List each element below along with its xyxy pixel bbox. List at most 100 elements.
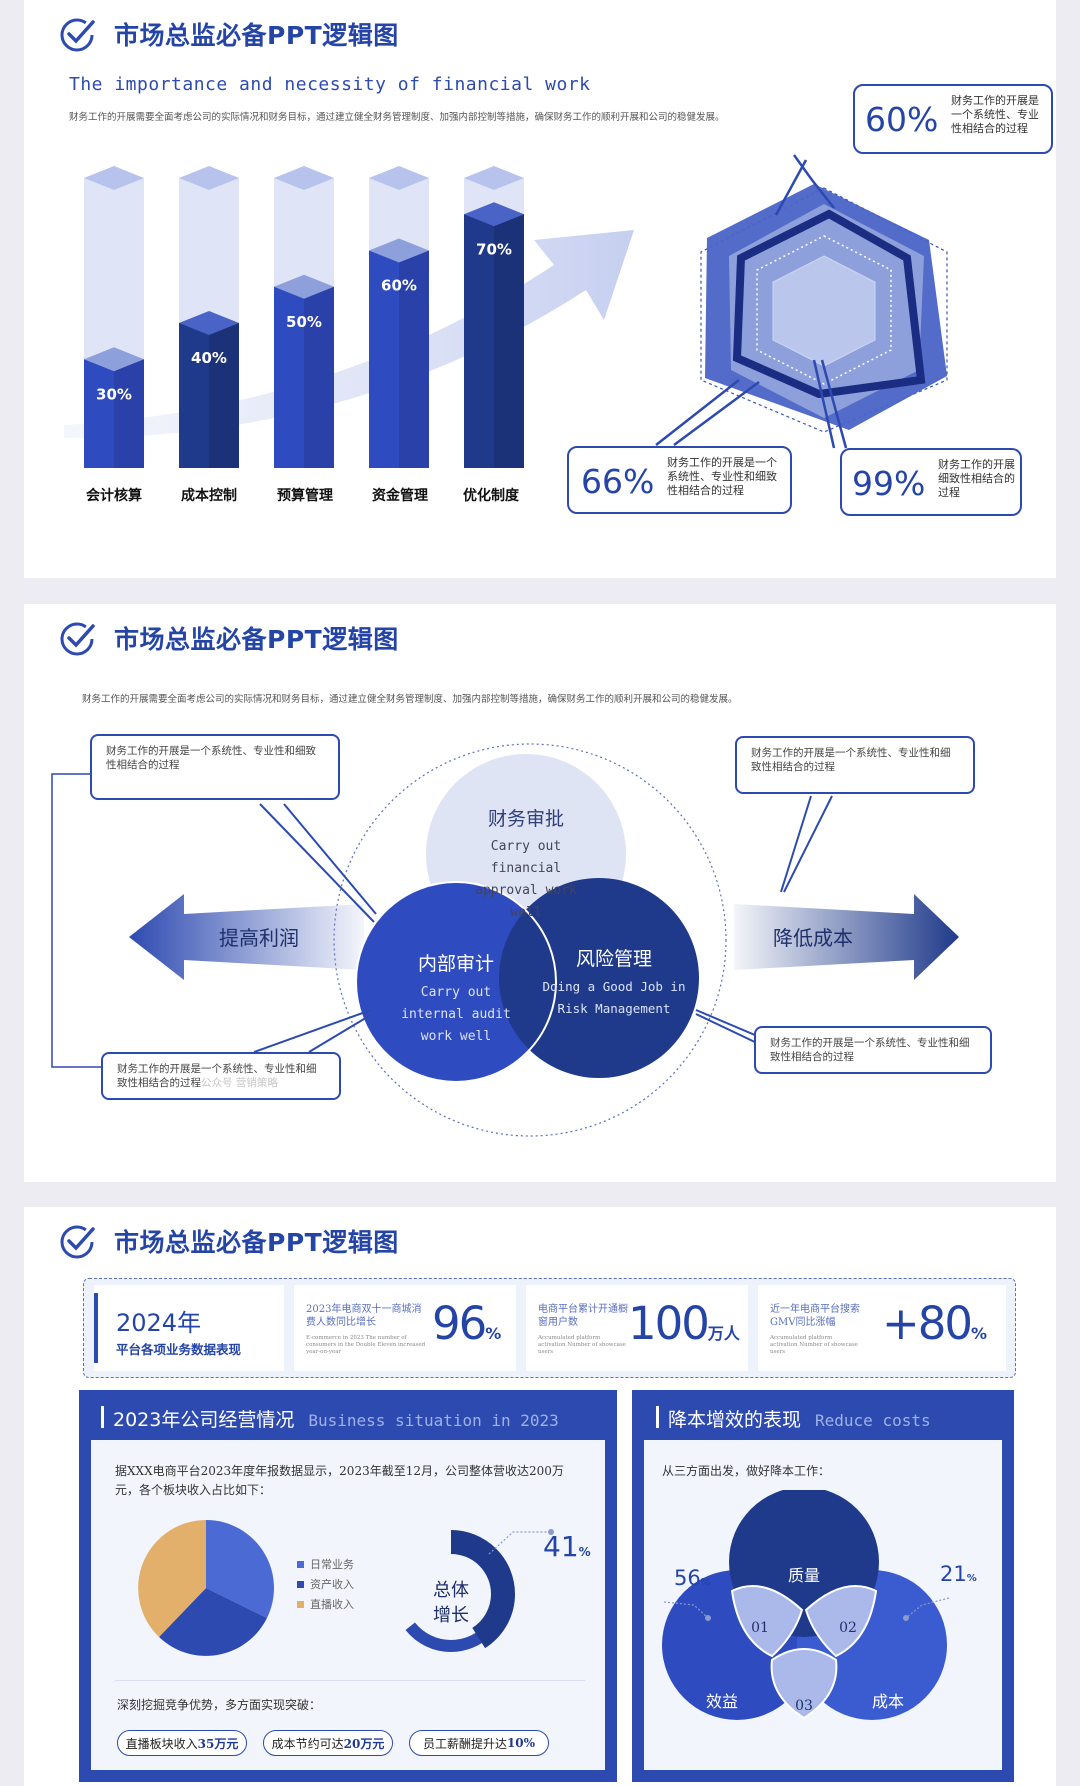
pct-number: 56 [674,1566,701,1590]
stats-caption: 平台各项业务数据表现 [116,1342,242,1357]
callout-percent: 99% [852,464,926,503]
bar-track-cap [179,166,239,190]
business-panel: 2023年公司经营情况 Business situation in 2023 据X… [79,1390,617,1782]
legend-item: 资产收入 [297,1575,354,1595]
stats-header: 2024年 平台各项业务数据表现 [94,1285,284,1371]
circle-right-title: 风险管理 [575,948,652,970]
pill-value: 35万元 [197,1736,239,1751]
sub-line: Doing a Good Job in [542,979,686,994]
pill-value: 20万元 [343,1736,385,1751]
bar-label: 优化制度 [463,488,519,504]
panel-text: 据XXX电商平台2023年度年报数据显示，2023年截至12月，公司整体营收达2… [115,1464,564,1497]
stat-desc: 2023年电商双十一商城消费人数同比增长 [306,1304,422,1328]
ring-percent: 41% [543,1530,591,1563]
ring-unit: % [578,1545,591,1559]
bar [84,359,144,468]
pct-unit: % [700,1577,711,1588]
stat-value: 96% [432,1297,501,1350]
venn-overlap: 01 [751,1620,769,1636]
page-title: 市场总监必备PPT逻辑图 [114,21,399,50]
check-circle-icon [60,18,95,52]
stat-value: 100万人 [628,1297,740,1350]
venn-overlap: 02 [839,1620,857,1636]
venn-three [662,1490,950,1720]
stat-desc: 近一年电商平台搜索GMV同比涨幅 [770,1304,860,1328]
pill-text: 直播板块收入 [125,1736,198,1751]
stat-number: +80 [882,1297,973,1350]
bubble-text: 财务工作的开展是一个系统性、专业性和细致性相结合的过程 [117,1063,317,1089]
legend-label: 资产收入 [310,1578,354,1591]
stat-unit: 万人 [707,1324,740,1343]
bubble-bottom-left: 财务工作的开展是一个系统性、专业性和细致性相结合的过程公众号 营销策略 [101,1052,341,1100]
ring-label-line: 总体 [433,1580,469,1601]
callout-pointers [655,154,848,449]
bar-value-label: 40% [191,349,227,367]
bubble-top-right: 财务工作的开展是一个系统性、专业性和细致性相结合的过程 [735,736,975,794]
check-circle-icon [60,622,95,656]
stat-card: 近一年电商平台搜索GMV同比涨幅 Accumulated platform ac… [758,1285,1006,1371]
circle-top-title: 财务审批 [487,808,564,830]
subtitle-en: The importance and necessity of financia… [69,74,591,95]
bar-track-cap [464,166,524,190]
stats-strip: 2024年 平台各项业务数据表现 2023年电商双十一商城消费人数同比增长 E-… [83,1278,1016,1378]
ring-chart [391,1529,554,1658]
bar-track-cap [369,166,429,190]
callout-text: 财务工作的开展是一个系统性、专业性和细致性相结合的过程 [667,456,777,497]
callout-text: 财务工作的开展细致性相结合的过程 [938,458,1015,499]
ring-number: 41 [543,1530,579,1563]
legend-item: 日常业务 [297,1555,354,1575]
panel-title-cn: 2023年公司经营情况 [113,1409,295,1431]
hexagon-radar [700,184,948,433]
callout-66: 66% 财务工作的开展是一个系统性、专业性和细致性相结合的过程 [567,446,792,514]
pill-text: 员工薪酬提升达 [422,1736,507,1751]
slide-header: 市场总监必备PPT逻辑图 [58,1219,399,1263]
bar-value-label: 70% [476,240,512,258]
panel-title-en: Business situation in 2023 [308,1411,559,1430]
panel-title-cn: 降本增效的表现 [668,1409,802,1431]
circle-right-sub: Doing a Good Job in Risk Management [524,976,704,1020]
bar-shade [399,250,429,468]
callout-percent: 60% [865,100,939,139]
stat-desc-en: Accumulated platform activation Number o… [538,1335,626,1355]
sub-line: Risk Management [557,1001,671,1016]
venn-label: 质量 [787,1566,820,1585]
venn-pct-left: 56% [674,1566,711,1590]
sub-line: Carry out [420,985,492,1000]
pill-text: 成本节约可达 [271,1736,344,1751]
slide-header: 市场总监必备PPT逻辑图 [58,616,399,660]
panel-title: 2023年公司经营情况 Business situation in 2023 [113,1405,559,1432]
check-circle-icon [60,1225,95,1259]
legend-label: 直播收入 [310,1598,354,1611]
bar-value-label: 50% [286,313,322,331]
bubble-top-left: 财务工作的开展是一个系统性、专业性和细致性相结合的过程 [90,734,340,800]
sub-line: work well [420,1029,492,1044]
slide-business-dashboard: 市场总监必备PPT逻辑图 2024年 平台各项业务数据表现 2023年电商双十一… [24,1207,1056,1786]
accent-bar [101,1406,104,1428]
bar-label: 资金管理 [372,488,428,504]
bar-shade [209,323,239,468]
sub-line: Carry out [490,839,562,854]
venn-label: 成本 [871,1692,904,1711]
bar-shade [114,359,144,468]
page-title: 市场总监必备PPT逻辑图 [114,625,399,654]
bar-cap [274,274,334,299]
bar-cap [179,311,239,335]
circle-left-sub: Carry out internal audit work well [356,982,556,1048]
sub-line: well [510,905,542,920]
venn-label: 效益 [705,1692,738,1711]
stat-desc: 电商平台累计开通橱窗用户数 [538,1304,628,1328]
callout-text: 财务工作的开展是一个系统性、专业性相结合的过程 [951,94,1039,135]
bar-value-label: 60% [381,277,417,295]
callout-60: 60% 财务工作的开展是一个系统性、专业性相结合的过程 [853,84,1053,154]
ring-label: 总体 增长 [411,1578,491,1628]
stat-desc-en: Accumulated platform activation Number o… [770,1335,858,1355]
accent-bar [94,1293,98,1363]
bar-label: 会计核算 [86,488,142,504]
venn-overlap: 03 [795,1698,813,1714]
bar-track-cap [84,166,144,190]
watermark-text: 公众号 营销策略 [201,1077,278,1089]
bar-label: 预算管理 [277,488,333,504]
slide-header: 市场总监必备PPT逻辑图 [58,12,399,56]
